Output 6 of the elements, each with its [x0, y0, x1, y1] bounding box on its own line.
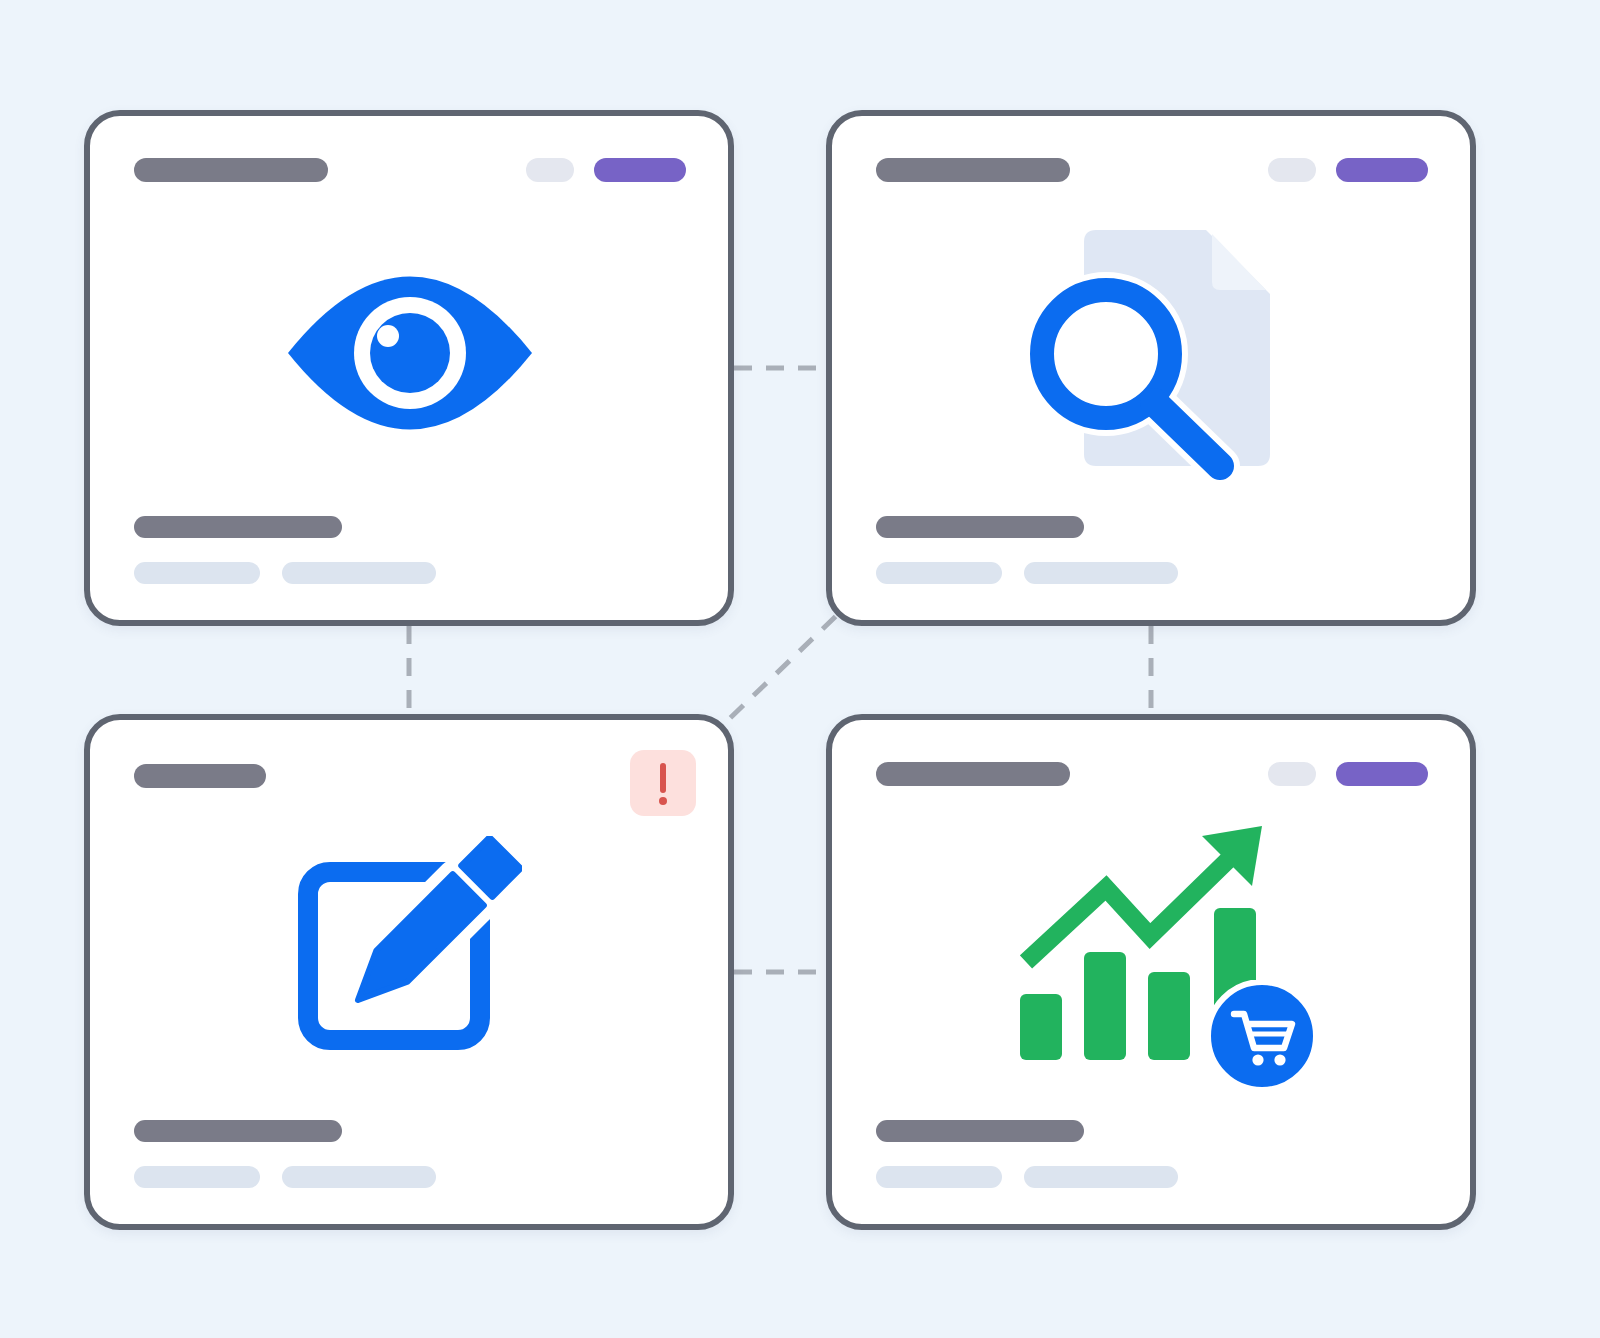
dashed-connector [1148, 626, 1154, 714]
dashed-connector [406, 626, 412, 714]
card [826, 110, 1476, 626]
card [84, 714, 734, 1230]
card [826, 714, 1476, 1230]
card [84, 110, 734, 626]
